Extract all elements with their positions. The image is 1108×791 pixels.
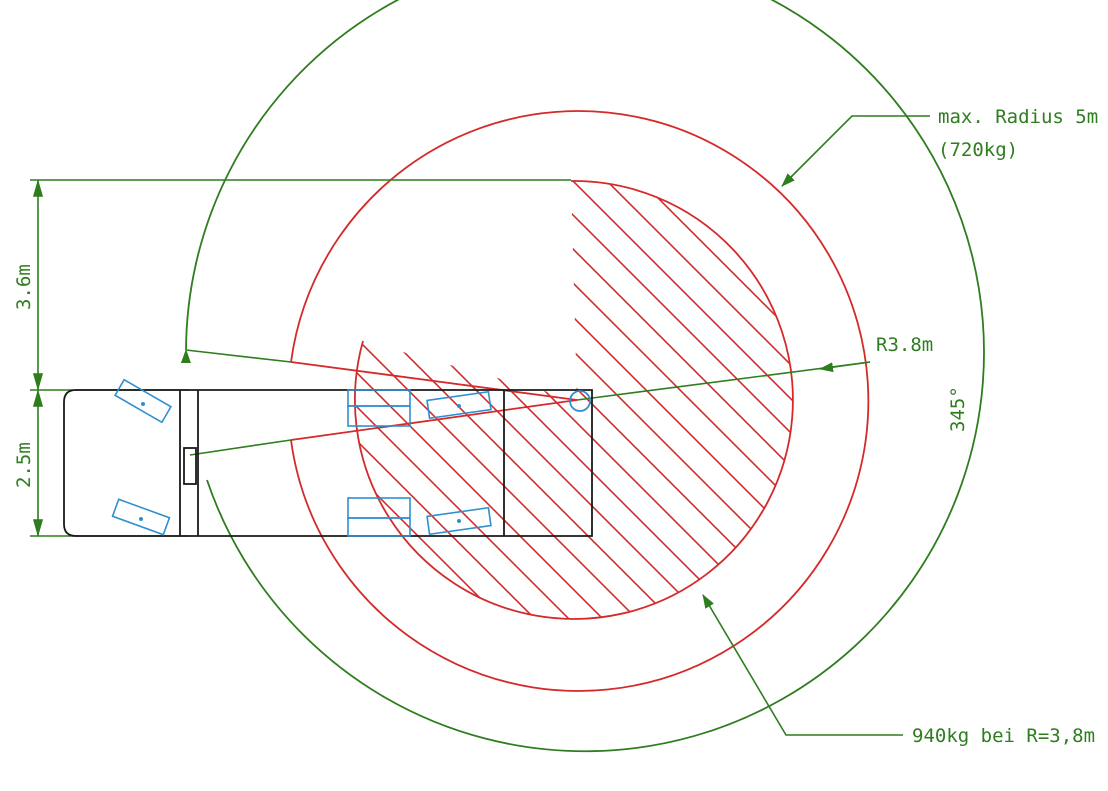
radius-dimension [576,361,871,401]
radius-38-label: R3.8m [876,334,933,356]
outriggers [111,378,492,537]
outrigger-centers [139,402,461,523]
leader-max-radius [781,115,930,187]
load-at-radius-label: 940kg bei R=3,8m [912,725,1095,747]
leader-940kg [702,594,903,736]
outrigger-pad [111,498,171,536]
control-box [183,447,197,485]
outer-swing-circle [180,0,985,753]
dim-length-label: 2.5m [13,442,35,488]
outrigger-pad [426,506,492,536]
vehicle [63,389,593,537]
max-radius-label: max. Radius 5m [938,106,1098,128]
vehicle-body [63,389,593,537]
dimension-lines [30,179,571,537]
crane-pivot [569,390,591,412]
angle-label: 345° [947,386,969,432]
dim-width-label: 3.6m [13,264,35,310]
outrigger-pad [426,390,492,420]
max-radius-circle [290,110,870,692]
radius-38-circle [354,180,794,620]
max-radius-load-label: (720kg) [938,139,1018,161]
swing-limit-lines [185,349,292,456]
outrigger-pad [114,378,172,424]
excluded-wedge [290,361,578,441]
